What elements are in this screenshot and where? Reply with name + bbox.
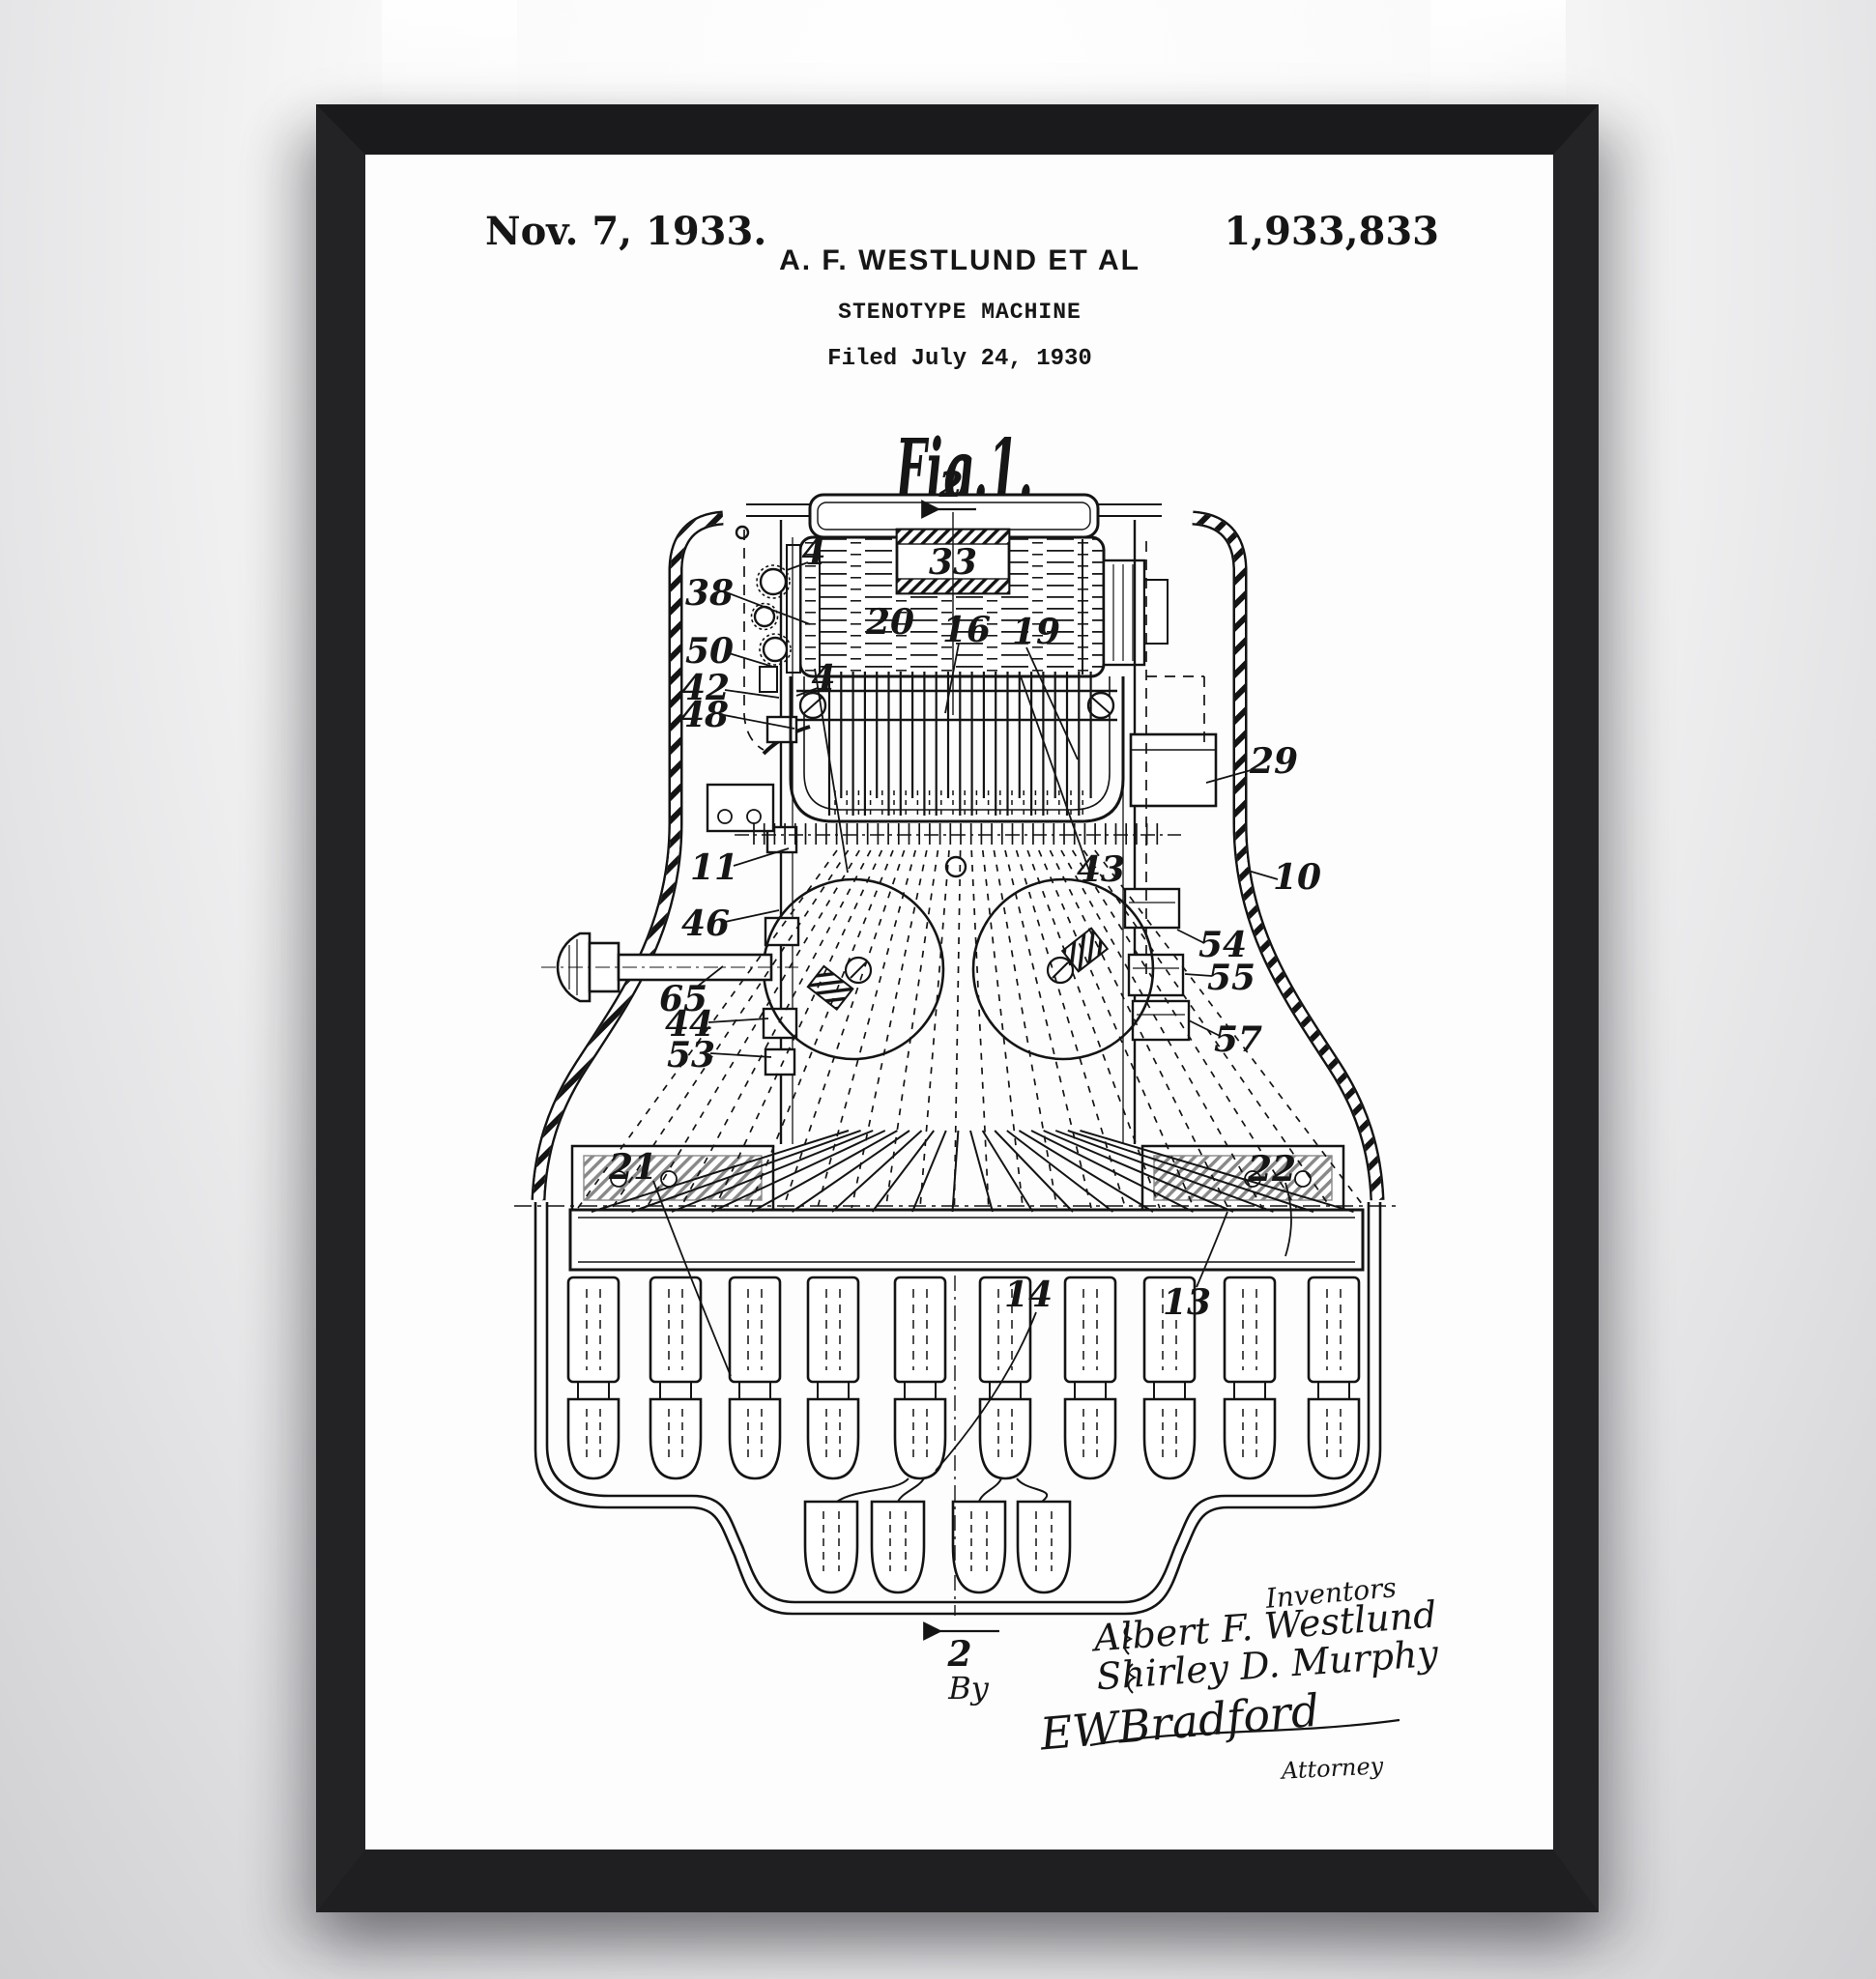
thumb-key xyxy=(1018,1502,1070,1592)
key-upper xyxy=(730,1277,780,1382)
ref-13: 13 xyxy=(1163,1282,1211,1323)
thumb-key xyxy=(805,1502,857,1592)
patent-title: STENOTYPE MACHINE xyxy=(838,300,1082,325)
type-bar-comb xyxy=(829,672,1091,816)
thumb-key xyxy=(872,1502,924,1592)
key-lever-rod xyxy=(912,1131,946,1212)
universal-bar-ticks xyxy=(754,823,1157,845)
ref-48: 48 xyxy=(680,695,729,735)
ref-57: 57 xyxy=(1214,1019,1262,1060)
mounting-plates xyxy=(572,1146,1343,1210)
dashed-ray xyxy=(818,850,915,1208)
crank-shaft xyxy=(619,955,771,980)
key-lever-rod xyxy=(873,1131,935,1212)
dashed-ray xyxy=(920,850,949,1208)
attorney-signature: EWBradford xyxy=(1037,1684,1321,1761)
by-label: By xyxy=(947,1670,990,1707)
key-upper xyxy=(568,1277,619,1382)
ref-53: 53 xyxy=(667,1035,715,1076)
ref-2-top: 2 xyxy=(938,465,963,505)
ref-2-bottom: 2 xyxy=(946,1634,971,1675)
patent-author-line: A. F. WESTLUND ET AL xyxy=(779,244,1140,276)
key-lower xyxy=(1065,1399,1115,1478)
key-lower xyxy=(895,1399,945,1478)
patent-date: Nov. 7, 1933. xyxy=(485,209,766,254)
ref-19: 19 xyxy=(1012,612,1060,652)
ref-21: 21 xyxy=(608,1147,657,1188)
dashed-ray xyxy=(886,850,938,1208)
ref-20: 20 xyxy=(865,602,914,643)
platen-assembly xyxy=(746,495,1168,715)
key-lower xyxy=(730,1399,780,1478)
ribbon-guide-left xyxy=(815,669,848,873)
ref-11: 11 xyxy=(690,847,738,888)
thumb-key-stems xyxy=(837,1478,1047,1502)
stenotype-machine-figure xyxy=(514,495,1401,1631)
ref-10: 10 xyxy=(1273,857,1321,898)
pivot-circle xyxy=(946,857,966,876)
key-upper xyxy=(650,1277,701,1382)
ref-33: 33 xyxy=(929,542,977,583)
ref-46: 46 xyxy=(681,903,730,944)
ref-38: 38 xyxy=(685,573,734,614)
ref-22: 22 xyxy=(1247,1149,1296,1190)
dashed-ray xyxy=(783,850,904,1208)
dashed-ray xyxy=(971,850,989,1208)
keyboard-keys xyxy=(568,1277,1359,1478)
key-lower xyxy=(808,1399,858,1478)
key-upper xyxy=(1225,1277,1275,1382)
key-lower xyxy=(980,1399,1030,1478)
patent-filed-line: Filed July 24, 1930 xyxy=(827,346,1092,372)
thumb-key xyxy=(953,1502,1005,1592)
key-upper xyxy=(1309,1277,1359,1382)
ref-4-lower: 4 xyxy=(811,658,835,699)
key-lower xyxy=(568,1399,619,1478)
module-29 xyxy=(1131,734,1216,806)
key-bar xyxy=(514,1206,1401,1270)
key-lower xyxy=(1144,1399,1195,1478)
ref-50: 50 xyxy=(685,631,734,672)
ref-4-upper: 4 xyxy=(801,532,825,573)
dashed-ray xyxy=(1017,850,1126,1208)
ref-14: 14 xyxy=(1004,1275,1053,1315)
attorney-caption: Attorney xyxy=(1279,1752,1384,1785)
key-lower xyxy=(650,1399,701,1478)
key-lower xyxy=(1225,1399,1275,1478)
ref-55: 55 xyxy=(1207,958,1255,998)
platen-left-flange xyxy=(787,545,800,673)
shell-screw xyxy=(736,527,748,538)
type-basket xyxy=(735,669,1181,876)
key-upper xyxy=(895,1277,945,1382)
left-bracket xyxy=(707,785,773,831)
ref-16: 16 xyxy=(942,610,991,650)
key-lower xyxy=(1309,1399,1359,1478)
key-upper xyxy=(808,1277,858,1382)
ref-43: 43 xyxy=(1077,849,1125,890)
reference-numerals: 2 4 4 33 20 16 19 38 50 42 48 29 10 11 4… xyxy=(608,465,1321,1675)
ref-29: 29 xyxy=(1249,741,1298,782)
platen-right-end xyxy=(1104,560,1144,665)
key-upper xyxy=(1065,1277,1115,1382)
patent-number: 1,933,833 xyxy=(1224,209,1439,254)
thumb-keys xyxy=(805,1502,1070,1592)
